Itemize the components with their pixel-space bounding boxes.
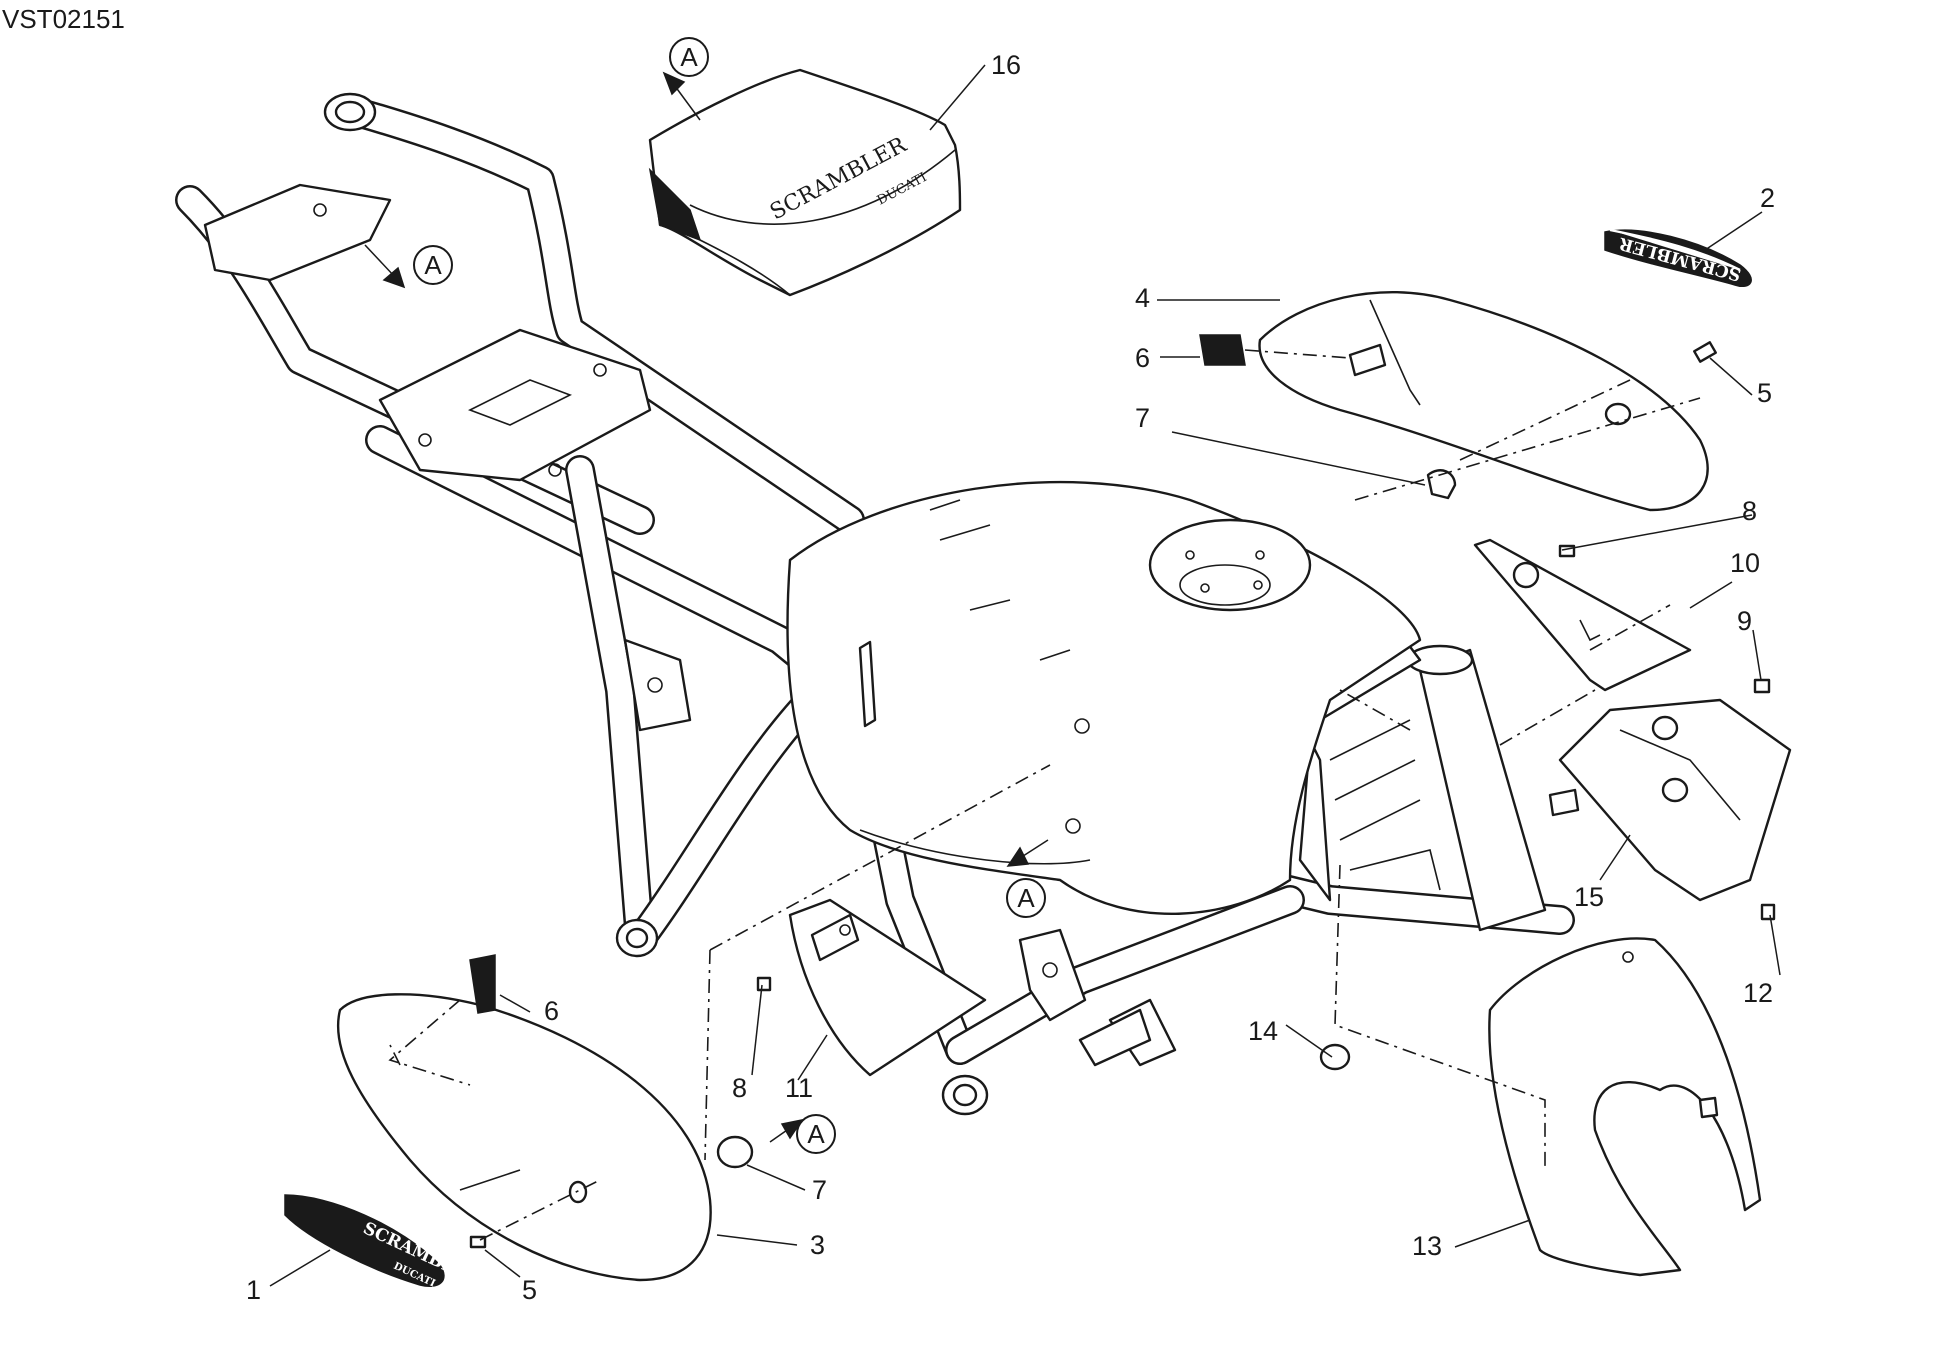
right-badge: SCRAMBLER <box>1604 228 1752 287</box>
ref-number: 5 <box>1757 378 1773 408</box>
leader-lines <box>269 64 1781 1287</box>
ref-number: 9 <box>1737 606 1753 636</box>
ref-number: 6 <box>544 996 560 1026</box>
fuel-tank <box>786 480 1422 916</box>
ref-number: 2 <box>1760 183 1776 213</box>
ref-number: 7 <box>812 1175 828 1205</box>
front-cover <box>1488 937 1762 1277</box>
seat: SCRAMBLER DUCATI <box>648 68 962 297</box>
ref-number: 4 <box>1135 283 1151 313</box>
ref-number: 1 <box>246 1275 262 1305</box>
left-badge: SCRAMBLER DUCATI <box>284 1194 483 1290</box>
ref-number: 16 <box>991 50 1022 80</box>
ref-number: 13 <box>1412 1231 1443 1261</box>
fasteners <box>469 341 1776 1249</box>
view-marker-a: A <box>796 1114 836 1154</box>
view-marker-a: A <box>669 37 709 77</box>
ref-number: 8 <box>732 1073 748 1103</box>
view-marker-a: A <box>1006 878 1046 918</box>
ref-number: 10 <box>1730 548 1761 578</box>
headlight-brackets <box>1473 538 1792 902</box>
ref-number: 6 <box>1135 343 1151 373</box>
right-side-panel <box>1199 290 1709 512</box>
ref-number: 12 <box>1743 978 1774 1008</box>
ref-number: 5 <box>522 1275 538 1305</box>
view-marker-a: A <box>413 245 453 285</box>
assembly-lines <box>388 349 1701 1241</box>
ref-number: 3 <box>810 1230 826 1260</box>
ref-number: 7 <box>1135 403 1151 433</box>
ref-number: 11 <box>785 1073 814 1103</box>
left-side-panel <box>336 954 712 1282</box>
drawing-code: VST02151 <box>2 4 125 34</box>
side-cover <box>788 898 987 1077</box>
ref-number: 14 <box>1248 1016 1279 1046</box>
ref-number: 15 <box>1574 882 1605 912</box>
ref-number: 8 <box>1742 496 1758 526</box>
